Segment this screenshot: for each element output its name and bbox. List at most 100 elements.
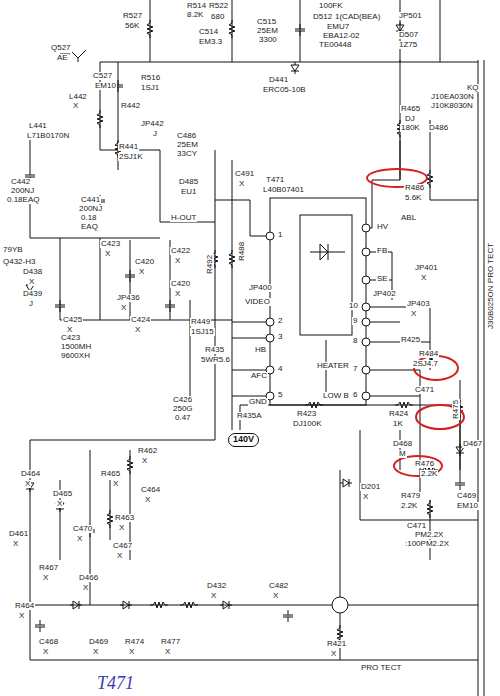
part-label: X bbox=[72, 102, 79, 110]
part-label: D465 bbox=[52, 490, 73, 498]
part-label: X bbox=[112, 480, 119, 488]
part-label: FB bbox=[376, 247, 388, 255]
part-label: D439 bbox=[22, 290, 43, 298]
part-label: LOW B bbox=[322, 392, 350, 400]
part-label: R463 bbox=[114, 514, 135, 522]
part-label: :100PM2.2X bbox=[404, 540, 450, 548]
part-label: 2.2K bbox=[400, 502, 418, 510]
part-label: C468 bbox=[38, 638, 59, 646]
part-label: X bbox=[18, 612, 25, 620]
part-label: 79YB bbox=[2, 246, 24, 254]
part-label: AFC bbox=[250, 372, 268, 380]
part-label: R527 bbox=[122, 12, 143, 20]
part-label: D485 bbox=[178, 178, 199, 186]
part-label: X bbox=[210, 592, 217, 600]
part-label: D466 bbox=[78, 574, 99, 582]
part-label: 1(CAD(BEA) bbox=[334, 13, 381, 21]
part-label: R475 bbox=[452, 399, 460, 420]
part-label: HV bbox=[376, 223, 389, 231]
part-label: C471 bbox=[414, 386, 435, 394]
part-label: D468 bbox=[392, 440, 413, 448]
part-label: R474 bbox=[124, 638, 145, 646]
part-label: TE00448 bbox=[318, 41, 352, 49]
part-label: X bbox=[272, 592, 279, 600]
part-label: 5WR5.6 bbox=[200, 356, 231, 364]
part-label: T471 bbox=[265, 176, 285, 184]
part-label: H-OUT bbox=[170, 214, 197, 222]
part-label: X bbox=[42, 648, 49, 656]
part-label: X bbox=[82, 584, 89, 592]
part-label: R442 bbox=[120, 102, 141, 110]
part-label: EAQ bbox=[80, 223, 99, 231]
part-label: C441 bbox=[80, 196, 101, 204]
part-label: 2 bbox=[277, 317, 283, 325]
part-label: C469 bbox=[456, 492, 477, 500]
part-label: R421 bbox=[326, 640, 347, 648]
part-label: 180K bbox=[400, 124, 421, 132]
part-label: X bbox=[128, 648, 135, 656]
part-label: EBA12-02 bbox=[322, 32, 360, 40]
part-label: 1SJ1 bbox=[140, 84, 160, 92]
part-label: 5.6K bbox=[404, 194, 422, 202]
part-label: KQ bbox=[466, 84, 480, 92]
part-label: R476 bbox=[414, 460, 435, 468]
part-label: 250G bbox=[172, 405, 194, 413]
part-label: HEATER bbox=[316, 362, 350, 370]
part-label: 1 bbox=[277, 231, 283, 239]
part-label: R465 bbox=[100, 470, 121, 478]
part-label: 33CY bbox=[176, 150, 198, 158]
part-label: R449 bbox=[190, 318, 211, 326]
part-label: R424 bbox=[388, 410, 409, 418]
part-label: J bbox=[152, 130, 158, 138]
part-label: X bbox=[118, 524, 125, 532]
part-label: 3 bbox=[277, 333, 283, 341]
part-label: EM10 bbox=[94, 82, 117, 90]
part-label: R435 bbox=[204, 346, 225, 354]
part-label: R462 bbox=[137, 447, 158, 455]
part-label: R425 bbox=[400, 336, 421, 344]
part-label: X bbox=[28, 278, 35, 286]
part-label: PRO TECT bbox=[360, 664, 402, 672]
part-label: X bbox=[24, 480, 31, 488]
part-label: JP501 bbox=[398, 12, 423, 20]
part-label: 1SJ15 bbox=[190, 328, 215, 336]
part-label: DJ100K bbox=[292, 420, 322, 428]
part-label: X bbox=[164, 648, 171, 656]
part-label: 680 bbox=[210, 13, 225, 21]
part-label: R479 bbox=[400, 492, 421, 500]
part-label: 1500MH bbox=[60, 343, 92, 351]
part-label: J10K8030N bbox=[430, 102, 474, 110]
part-label: X bbox=[134, 326, 141, 334]
part-label: 2SJ1K bbox=[118, 153, 144, 161]
part-label: 6 bbox=[352, 391, 358, 399]
part-label: 8 bbox=[352, 337, 358, 345]
part-label: 1Z75 bbox=[398, 41, 418, 49]
part-label: C423 bbox=[60, 334, 81, 342]
part-label: D201 bbox=[360, 483, 381, 491]
part-label: C425 bbox=[62, 316, 83, 324]
part-label: 10 bbox=[348, 302, 359, 310]
part-label: C420 bbox=[170, 280, 191, 288]
part-label: R435A bbox=[236, 412, 262, 420]
part-label: 0.18EAQ bbox=[6, 196, 40, 204]
part-label: C515 bbox=[256, 18, 277, 26]
part-label: 9600XH bbox=[60, 352, 91, 360]
part-label: Q432-H3 bbox=[2, 258, 36, 266]
part-label: C486 bbox=[176, 132, 197, 140]
part-label: EM3.3 bbox=[198, 38, 223, 46]
part-label: X bbox=[12, 540, 19, 548]
part-label: C426 bbox=[172, 396, 193, 404]
part-label: 4 bbox=[277, 365, 283, 373]
part-label: ERC05-10B bbox=[262, 86, 307, 94]
part-label: X bbox=[120, 304, 127, 312]
part-label: R465 bbox=[400, 105, 421, 113]
part-label: AE bbox=[56, 54, 69, 62]
part-label: D441 bbox=[268, 76, 289, 84]
part-label: D461 bbox=[8, 530, 29, 538]
part-label: R492 bbox=[206, 254, 214, 275]
part-label: D507 bbox=[398, 31, 419, 39]
part-label: GND bbox=[248, 398, 268, 406]
part-label: R514 bbox=[186, 2, 207, 10]
part-label: C491 bbox=[234, 170, 255, 178]
part-label: 7 bbox=[352, 365, 358, 373]
